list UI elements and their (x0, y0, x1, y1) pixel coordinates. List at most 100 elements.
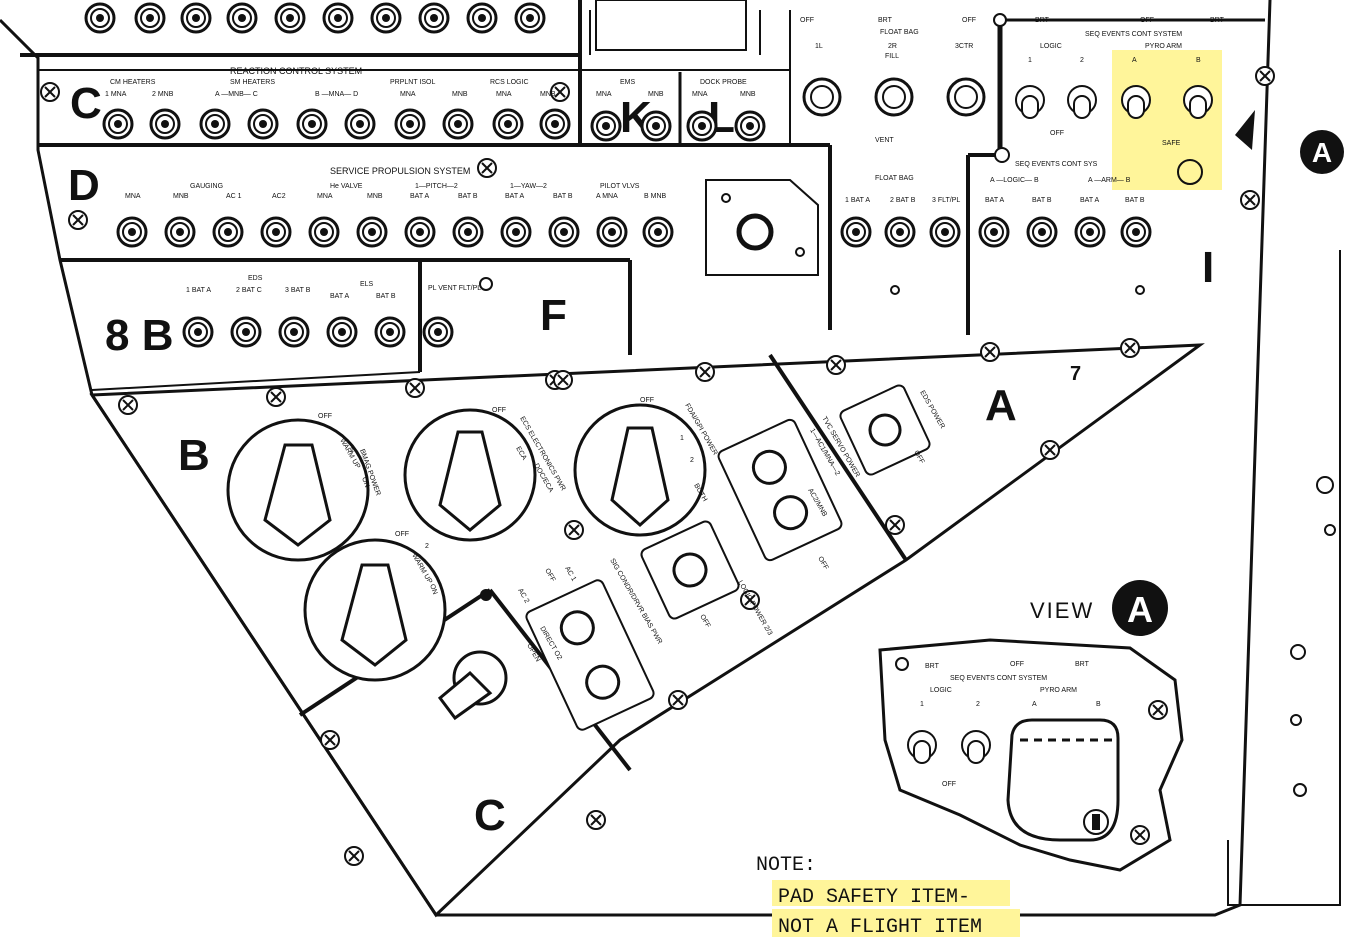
logic-1-toggle[interactable] (1015, 85, 1045, 119)
tvc-servo-1-switch[interactable] (748, 446, 791, 489)
panel-f: PL VENT FLT/PL F (428, 277, 567, 340)
logic-2-toggle[interactable] (1067, 85, 1097, 119)
svg-text:OFF: OFF (318, 413, 332, 420)
float-bag-1-switch[interactable] (802, 77, 842, 117)
circuit-breaker[interactable] (1074, 216, 1106, 248)
svg-text:OFF: OFF (492, 407, 506, 414)
svg-text:OFF: OFF (1050, 130, 1064, 137)
svg-text:B: B (1096, 701, 1101, 708)
circuit-breaker[interactable] (260, 216, 292, 248)
top-breaker-row (84, 2, 546, 34)
circuit-breaker[interactable] (500, 216, 532, 248)
circuit-breaker[interactable] (180, 2, 212, 34)
panel-b-lower: B BMAG POWER OFF WARM UP ON OFF WARM UP … (118, 378, 447, 682)
circuit-breaker[interactable] (642, 216, 674, 248)
circuit-breaker[interactable] (84, 2, 116, 34)
float-bag-2-switch[interactable] (874, 77, 914, 117)
circuit-breaker[interactable] (296, 108, 328, 140)
panel-letter-d: D (68, 161, 100, 210)
float-bag-3-switch[interactable] (946, 77, 986, 117)
circuit-breaker[interactable] (149, 108, 181, 140)
circuit-breaker[interactable] (466, 2, 498, 34)
circuit-breaker[interactable] (884, 216, 916, 248)
circuit-breaker[interactable] (442, 108, 474, 140)
circuit-breaker[interactable] (116, 216, 148, 248)
svg-text:RCS LOGIC: RCS LOGIC (490, 79, 529, 86)
circuit-breaker[interactable] (374, 316, 406, 348)
svg-text:2R: 2R (888, 43, 897, 50)
svg-text:B MNB: B MNB (644, 193, 667, 200)
circuit-breaker[interactable] (370, 2, 402, 34)
circuit-breaker[interactable] (514, 2, 546, 34)
circuit-breaker[interactable] (164, 216, 196, 248)
circuit-breaker[interactable] (134, 2, 166, 34)
circuit-breaker[interactable] (590, 110, 622, 142)
bias-pwr-1-switch[interactable] (556, 607, 599, 650)
svg-text:MNA: MNA (125, 193, 141, 200)
svg-text:PYRO ARM: PYRO ARM (1040, 687, 1077, 694)
circuit-breaker[interactable] (274, 2, 306, 34)
circuit-breaker[interactable] (102, 108, 134, 140)
svg-text:DOCK PROBE: DOCK PROBE (700, 79, 747, 86)
circuit-breaker[interactable] (247, 108, 279, 140)
float-bag-breakers: FLOAT BAG 1 BAT A 2 BAT B 3 FLT/PL (840, 175, 961, 295)
circuit-breaker[interactable] (226, 2, 258, 34)
svg-text:OFF: OFF (698, 614, 711, 630)
circuit-breaker[interactable] (404, 216, 436, 248)
circuit-breaker[interactable] (394, 108, 426, 140)
circuit-breaker[interactable] (978, 216, 1010, 248)
panel-k: EMS MNA MNB K (590, 79, 672, 142)
svg-text:MNB: MNB (740, 91, 756, 98)
circuit-breaker[interactable] (326, 316, 358, 348)
svg-text:SAFE: SAFE (1162, 140, 1181, 147)
svg-text:LOGIC POWER 2/3: LOGIC POWER 2/3 (736, 580, 773, 637)
tvc-servo-2-switch[interactable] (769, 491, 812, 534)
svg-text:SM HEATERS: SM HEATERS (230, 79, 275, 86)
pyro-arm-highlight (1112, 50, 1222, 190)
circuit-breaker[interactable] (322, 2, 354, 34)
svg-text:ON: ON (428, 583, 438, 595)
circuit-breaker[interactable] (1026, 216, 1058, 248)
svg-text:2: 2 (690, 457, 694, 464)
circuit-breaker[interactable] (230, 316, 262, 348)
circuit-breaker[interactable] (1120, 216, 1152, 248)
svg-text:CM HEATERS: CM HEATERS (110, 79, 156, 86)
sps-title: SERVICE PROPULSION SYSTEM (330, 166, 470, 176)
svg-text:OFF: OFF (800, 17, 814, 24)
svg-text:BRT: BRT (925, 663, 940, 670)
svg-text:GAUGING: GAUGING (190, 183, 223, 190)
svg-text:BRT: BRT (1035, 17, 1050, 24)
eds-power-switch[interactable] (865, 410, 905, 450)
circuit-breaker[interactable] (492, 108, 524, 140)
svg-text:1: 1 (350, 447, 354, 454)
circuit-breaker[interactable] (640, 110, 672, 142)
circuit-breaker[interactable] (734, 110, 766, 142)
circuit-breaker[interactable] (308, 216, 340, 248)
svg-text:AC 2: AC 2 (516, 588, 530, 605)
circuit-breaker[interactable] (548, 216, 580, 248)
circuit-breaker[interactable] (212, 216, 244, 248)
circuit-breaker[interactable] (356, 216, 388, 248)
circuit-breaker[interactable] (278, 316, 310, 348)
safety-lock[interactable] (1177, 159, 1203, 185)
circuit-breaker[interactable] (686, 110, 718, 142)
circuit-breaker[interactable] (596, 216, 628, 248)
svg-text:He VALVE: He VALVE (330, 183, 363, 190)
circuit-breaker[interactable] (929, 216, 961, 248)
circuit-breaker[interactable] (418, 2, 450, 34)
circuit-breaker[interactable] (182, 316, 214, 348)
svg-text:BAT B: BAT B (1125, 197, 1145, 204)
circuit-breaker[interactable] (452, 216, 484, 248)
logic-power-switch[interactable] (669, 549, 712, 592)
bias-pwr-2-switch[interactable] (581, 661, 624, 704)
svg-text:OFF: OFF (816, 556, 829, 572)
pyro-arm-guard-cover[interactable] (1006, 718, 1120, 842)
circuit-breaker[interactable] (344, 108, 376, 140)
svg-text:BRT: BRT (1075, 661, 1090, 668)
circuit-breaker[interactable] (840, 216, 872, 248)
svg-text:B —MNA— D: B —MNA— D (315, 91, 358, 98)
circuit-breaker[interactable] (539, 108, 571, 140)
circuit-breaker[interactable] (422, 316, 454, 348)
circuit-breaker[interactable] (199, 108, 231, 140)
